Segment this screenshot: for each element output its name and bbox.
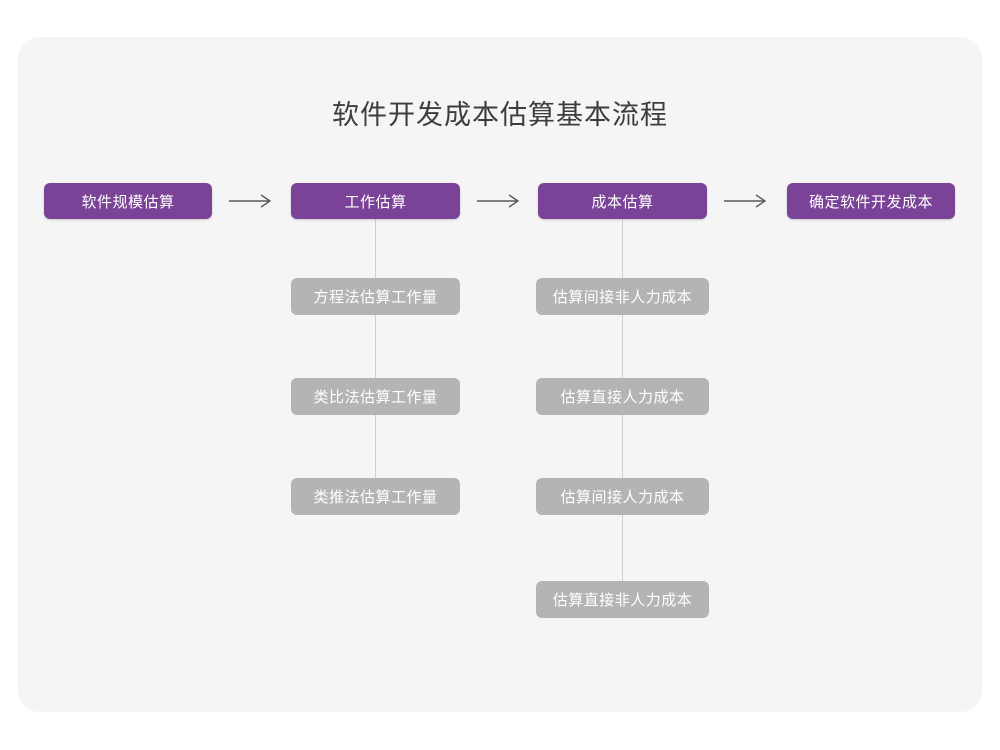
diagram-card	[18, 37, 982, 712]
flow-node-step-2[interactable]: 工作估算	[291, 183, 460, 219]
arrow-right-icon-3	[723, 191, 771, 211]
branch-node-cost-1[interactable]: 估算间接非人力成本	[536, 278, 709, 315]
branch-node-label: 类比法估算工作量	[313, 389, 438, 406]
branch-node-work-1[interactable]: 方程法估算工作量	[291, 278, 460, 315]
arrow-right-icon-1	[228, 191, 276, 211]
flow-node-label: 确定软件开发成本	[808, 193, 933, 211]
branch-node-label: 方程法估算工作量	[313, 289, 438, 306]
flow-node-label: 软件规模估算	[81, 193, 175, 211]
flow-node-label: 工作估算	[344, 193, 407, 211]
branch-node-work-3[interactable]: 类推法估算工作量	[291, 478, 460, 515]
flow-node-label: 成本估算	[591, 193, 654, 211]
branch-node-work-2[interactable]: 类比法估算工作量	[291, 378, 460, 415]
connector-line-column-1	[375, 219, 376, 497]
flow-node-step-4[interactable]: 确定软件开发成本	[787, 183, 955, 219]
branch-node-label: 估算直接非人力成本	[552, 592, 693, 609]
branch-node-label: 类推法估算工作量	[313, 489, 438, 506]
branch-node-cost-4[interactable]: 估算直接非人力成本	[536, 581, 709, 618]
flow-node-step-1[interactable]: 软件规模估算	[44, 183, 212, 219]
arrow-right-icon-2	[476, 191, 524, 211]
branch-node-label: 估算间接非人力成本	[552, 289, 693, 306]
flow-node-step-3[interactable]: 成本估算	[538, 183, 707, 219]
branch-node-cost-2[interactable]: 估算直接人力成本	[536, 378, 709, 415]
branch-node-label: 估算直接人力成本	[560, 389, 685, 406]
page-title: 软件开发成本估算基本流程	[332, 100, 668, 130]
branch-node-label: 估算间接人力成本	[560, 489, 685, 506]
branch-node-cost-3[interactable]: 估算间接人力成本	[536, 478, 709, 515]
